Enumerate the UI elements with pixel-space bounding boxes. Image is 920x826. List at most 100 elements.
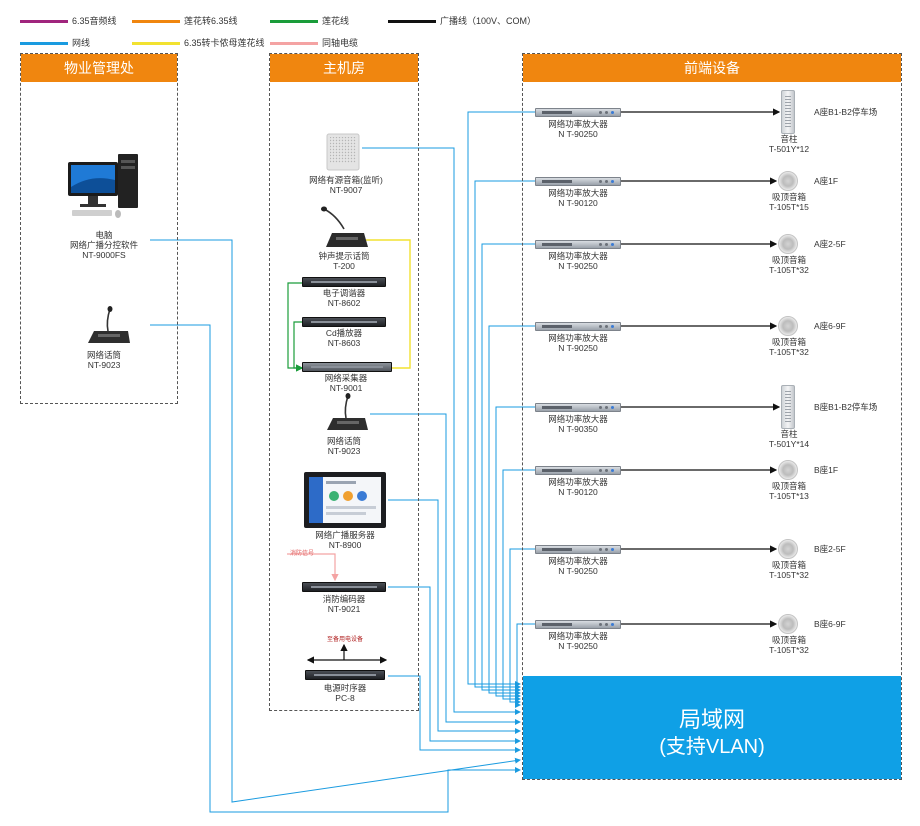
front-end-panel-title: 前端设备 (523, 54, 901, 82)
legend-item: 网线 (20, 36, 90, 49)
legend-swatch (20, 42, 68, 46)
zone-label: B座6-9F (814, 619, 846, 629)
legend-swatch (270, 42, 318, 46)
chime-mic-icon (318, 205, 370, 254)
speaker-model: T-501Y*12 (768, 144, 810, 154)
zone-label: A座1F (814, 176, 839, 186)
property-mic-name: 网络话筒 (86, 350, 122, 360)
amplifier-name: 网络功率放大器 (548, 188, 608, 198)
tuner-name: 电子调谐器 (322, 288, 366, 298)
power-target-label: 至备用电设备 (327, 637, 364, 643)
ceiling-speaker-icon (778, 539, 798, 559)
ceiling-speaker-icon (778, 171, 798, 191)
amplifier-device (535, 108, 621, 117)
collector-name: 网络采集器 (324, 373, 368, 383)
legend-swatch (388, 20, 436, 24)
amplifier-device (535, 620, 621, 629)
monitor-speaker-name: 网络有源音箱(监听) (309, 175, 383, 185)
zone-label: A座6-9F (814, 321, 846, 331)
room-mic-name: 网络话筒 (326, 436, 362, 446)
speaker-model: T-105T*15 (769, 202, 809, 212)
amplifier-model: N T-90250 (558, 343, 598, 353)
lan-title: 局域网 (678, 707, 745, 732)
amplifier-name: 网络功率放大器 (548, 477, 608, 487)
fire-decoder-name: 消防编码器 (322, 594, 366, 604)
fire-decoder-model: NT-9021 (327, 604, 361, 614)
amplifier-device (535, 240, 621, 249)
legend-label: 6.35转卡侬母莲花线 (184, 38, 265, 48)
speaker-model: T-105T*32 (769, 570, 809, 580)
amplifier-device (535, 545, 621, 554)
amplifier-model: N T-90250 (558, 641, 598, 651)
property-mic-model: NT-9023 (87, 360, 121, 370)
machine-room-panel: 主机房 (269, 53, 419, 711)
column-speaker-icon (781, 385, 795, 429)
power-arrows (306, 643, 388, 664)
speaker-model: T-105T*32 (769, 347, 809, 357)
speaker-name: 吸顶音箱 (771, 337, 807, 347)
cd-player-model: NT-8603 (327, 338, 361, 348)
legend-label: 莲花转6.35线 (184, 16, 238, 26)
legend-label: 网线 (72, 38, 91, 48)
property-panel: 物业管理处 (20, 53, 178, 404)
amplifier-device (535, 177, 621, 186)
amplifier-model: N T-90250 (558, 566, 598, 576)
legend-item: 6.35转卡侬母莲花线 (132, 36, 265, 49)
speaker-name: 吸顶音箱 (771, 481, 807, 491)
amplifier-name: 网络功率放大器 (548, 333, 608, 343)
legend-label: 广播线（100V、COM） (440, 16, 537, 26)
computer-model: NT-9000FS (82, 250, 126, 260)
amplifier-name: 网络功率放大器 (548, 414, 608, 424)
computer-software: 网络广播分控软件 (69, 240, 139, 250)
lan-block: 局域网 (支持VLAN) (523, 676, 901, 779)
speaker-name: 音柱 (780, 429, 798, 439)
legend-swatch (132, 20, 180, 24)
room-mic-icon (324, 392, 370, 439)
room-mic-model: NT-9023 (327, 446, 361, 456)
server-icon (304, 472, 386, 533)
speaker-name: 吸顶音箱 (771, 255, 807, 265)
coax-cable (287, 553, 339, 582)
amplifier-device (535, 466, 621, 475)
amplifier-model: N T-90120 (558, 198, 598, 208)
amplifier-model: N T-90350 (558, 424, 598, 434)
legend-swatch (20, 20, 68, 24)
computer-icon (66, 152, 142, 227)
zone-label: B座B1-B2停车场 (814, 402, 878, 412)
amplifier-model: N T-90120 (558, 487, 598, 497)
amplifier-name: 网络功率放大器 (548, 251, 608, 261)
amplifier-device (535, 403, 621, 412)
amplifier-model: N T-90250 (558, 129, 598, 139)
monitor-speaker-icon (326, 133, 360, 176)
legend-label: 6.35音频线 (72, 16, 117, 26)
zone-label: B座1F (814, 465, 839, 475)
speaker-model: T-105T*13 (769, 491, 809, 501)
power-sequencer-name: 电源时序器 (323, 683, 367, 693)
tuner-device (302, 277, 386, 287)
legend-item: 6.35音频线 (20, 14, 117, 27)
cd-player-device (302, 317, 386, 327)
front-end-panel: 前端设备 (522, 53, 902, 780)
chime-mic-model: T-200 (333, 261, 355, 271)
legend-item: 同轴电缆 (270, 36, 358, 49)
amplifier-device (535, 322, 621, 331)
ceiling-speaker-icon (778, 234, 798, 254)
power-sequencer-device (305, 670, 385, 680)
speaker-model: T-105T*32 (769, 265, 809, 275)
legend-swatch (132, 42, 180, 46)
ceiling-speaker-icon (778, 614, 798, 634)
server-model: NT-8900 (328, 540, 362, 550)
property-panel-title: 物业管理处 (21, 54, 177, 82)
ceiling-speaker-icon (778, 316, 798, 336)
lotus-cables (287, 282, 304, 372)
column-speaker-icon (781, 90, 795, 134)
amplifier-name: 网络功率放大器 (548, 119, 608, 129)
zone-label: A座2-5F (814, 239, 846, 249)
amplifier-name: 网络功率放大器 (548, 631, 608, 641)
legend-swatch (270, 20, 318, 24)
speaker-model: T-105T*32 (769, 645, 809, 655)
computer-name: 电脑 (95, 230, 113, 240)
machine-room-panel-title: 主机房 (270, 54, 418, 82)
legend-item: 莲花线 (270, 14, 349, 27)
